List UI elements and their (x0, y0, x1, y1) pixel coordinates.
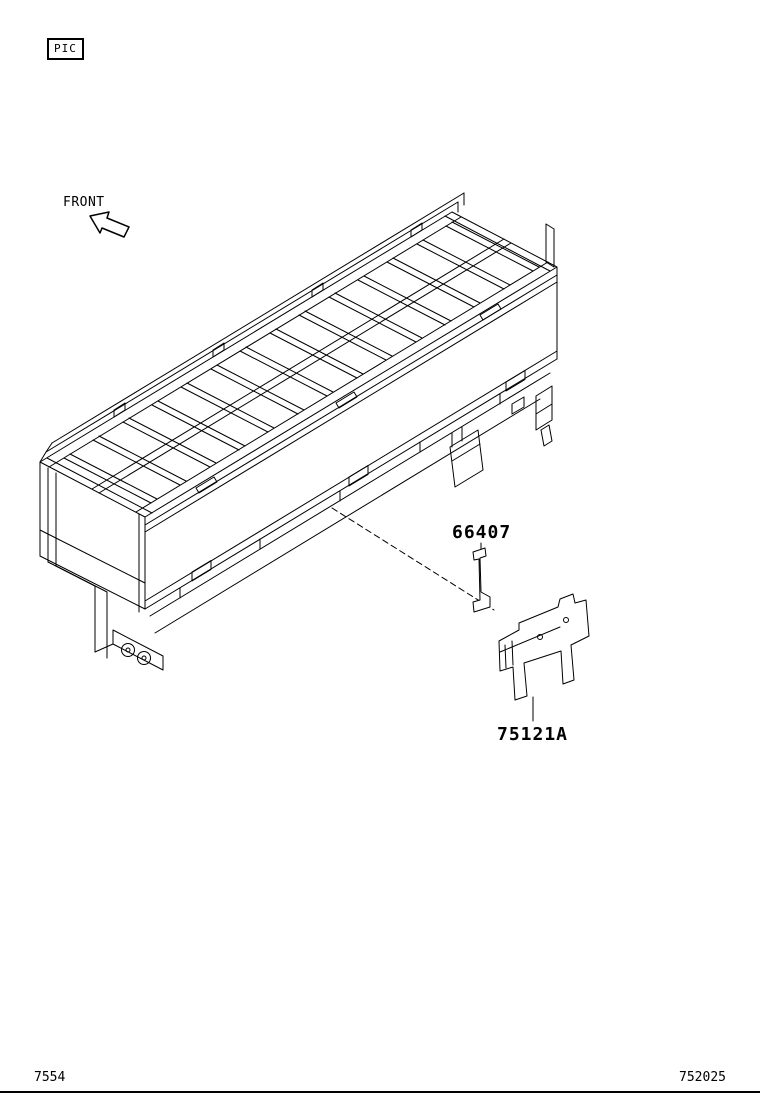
bed-top-face (40, 212, 557, 517)
pic-badge: PIC (47, 38, 84, 60)
far-side-rail (40, 193, 464, 462)
roller-detail (95, 586, 163, 670)
front-label: FRONT (63, 195, 105, 210)
side-panel (145, 267, 557, 609)
part-number-label-66407[interactable]: 66407 (452, 522, 512, 543)
floor-slats (63, 221, 540, 504)
part-66407-drawing (473, 543, 490, 612)
left-end-face (40, 462, 145, 612)
leader-dashed-line (332, 508, 494, 610)
part-number-label-75121A[interactable]: 75121A (497, 724, 569, 745)
part-75121A-drawing (499, 594, 589, 721)
footer-figure-code: 752025 (679, 1070, 726, 1085)
footer-page-code: 7554 (34, 1070, 66, 1085)
front-arrow-icon (90, 212, 129, 237)
stake-cleats (114, 223, 422, 417)
chassis-frame (150, 373, 552, 633)
bottom-rule (0, 1091, 760, 1093)
rear-corner-post (546, 224, 554, 267)
